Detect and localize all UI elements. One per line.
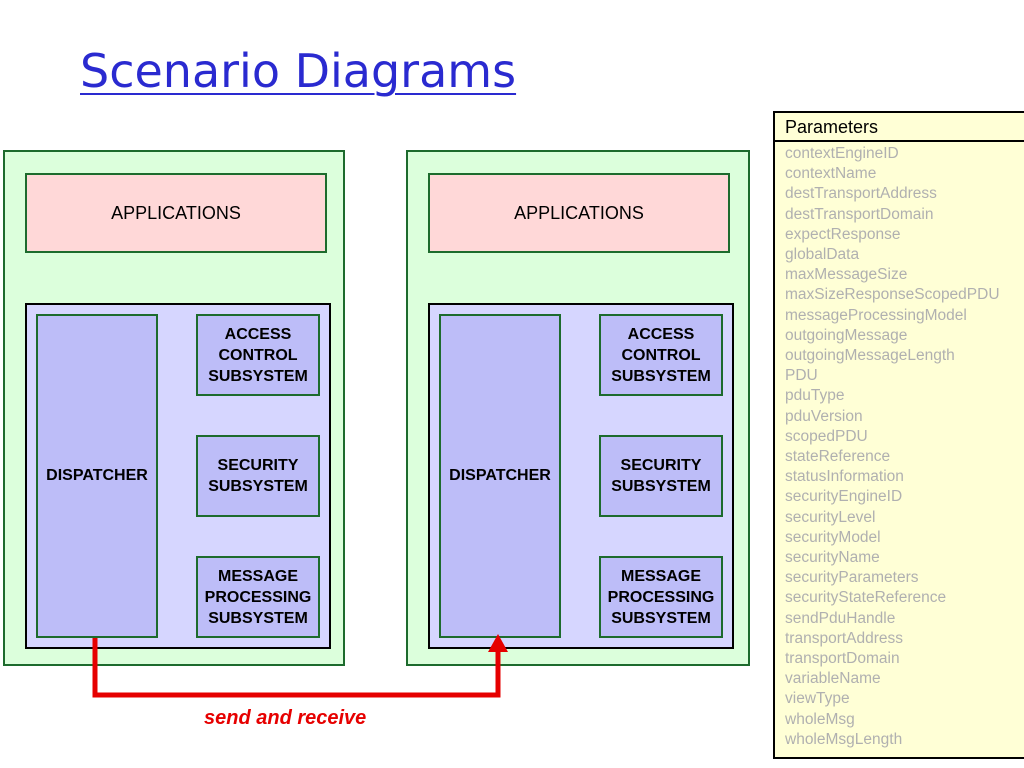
parameter-item: scopedPDU [785, 427, 868, 445]
parameter-item: transportDomain [785, 650, 900, 668]
snmp-engine-box: DISPATCHER ACCESS CONTROL SUBSYSTEM SECU… [428, 303, 734, 649]
snmp-entity-right: APPLICATIONS DISPATCHER ACCESS CONTROL S… [406, 150, 750, 666]
send-and-receive-label: send and receive [204, 707, 367, 729]
security-subsystem-box: SECURITY SUBSYSTEM [196, 435, 320, 517]
parameter-item: pduVersion [785, 407, 863, 425]
parameter-item: securityStateReference [785, 589, 947, 607]
parameters-panel: Parameters contextEngineID contextName des… [773, 111, 1024, 759]
access-control-subsystem-box: ACCESS CONTROL SUBSYSTEM [599, 314, 723, 396]
parameter-item: PDU [785, 367, 818, 385]
parameter-item: securityEngineID [785, 488, 903, 506]
parameter-item: outgoingMessage [785, 326, 908, 344]
snmp-engine-box: DISPATCHER ACCESS CONTROL SUBSYSTEM SECU… [25, 303, 331, 649]
parameter-item: expectResponse [785, 225, 901, 243]
page-title: Scenario Diagrams [80, 44, 517, 98]
message-processing-subsystem-box: MESSAGE PROCESSING SUBSYSTEM [599, 556, 723, 638]
parameter-item: destTransportDomain [785, 205, 934, 223]
parameter-item: outgoingMessageLength [785, 347, 955, 365]
dispatcher-box: DISPATCHER [439, 314, 561, 638]
applications-box: APPLICATIONS [25, 173, 327, 253]
parameter-item: securityParameters [785, 569, 919, 587]
parameter-item: sendPduHandle [785, 609, 896, 627]
applications-box: APPLICATIONS [428, 173, 730, 253]
parameter-item: globalData [785, 246, 860, 264]
parameter-item: securityModel [785, 528, 881, 546]
parameter-item: viewType [785, 690, 850, 708]
dispatcher-box: DISPATCHER [36, 314, 158, 638]
parameter-item: maxSizeResponseScopedPDU [785, 286, 1000, 304]
security-subsystem-box: SECURITY SUBSYSTEM [599, 435, 723, 517]
message-processing-subsystem-box: MESSAGE PROCESSING SUBSYSTEM [196, 556, 320, 638]
parameters-header: Parameters [775, 113, 1024, 142]
parameter-item: transportAddress [785, 629, 904, 647]
parameter-item: stateReference [785, 448, 891, 466]
parameter-item: messageProcessingModel [785, 306, 967, 324]
parameter-item: securityName [785, 549, 880, 567]
parameters-list: contextEngineID contextName destTransportA… [775, 142, 1024, 750]
parameter-item: wholeMsg [785, 710, 855, 728]
parameter-item: destTransportAddress [785, 185, 937, 203]
snmp-entity-left: APPLICATIONS DISPATCHER ACCESS CONTROL S… [3, 150, 345, 666]
parameter-item: contextEngineID [785, 145, 899, 162]
parameter-item: securityLevel [785, 508, 876, 526]
parameter-item: statusInformation [785, 468, 904, 486]
parameter-item: wholeMsgLength [785, 730, 903, 748]
parameter-item: variableName [785, 670, 881, 688]
parameter-item: pduType [785, 387, 845, 405]
parameter-item: contextName [785, 165, 877, 183]
access-control-subsystem-box: ACCESS CONTROL SUBSYSTEM [196, 314, 320, 396]
parameter-item: maxMessageSize [785, 266, 908, 284]
